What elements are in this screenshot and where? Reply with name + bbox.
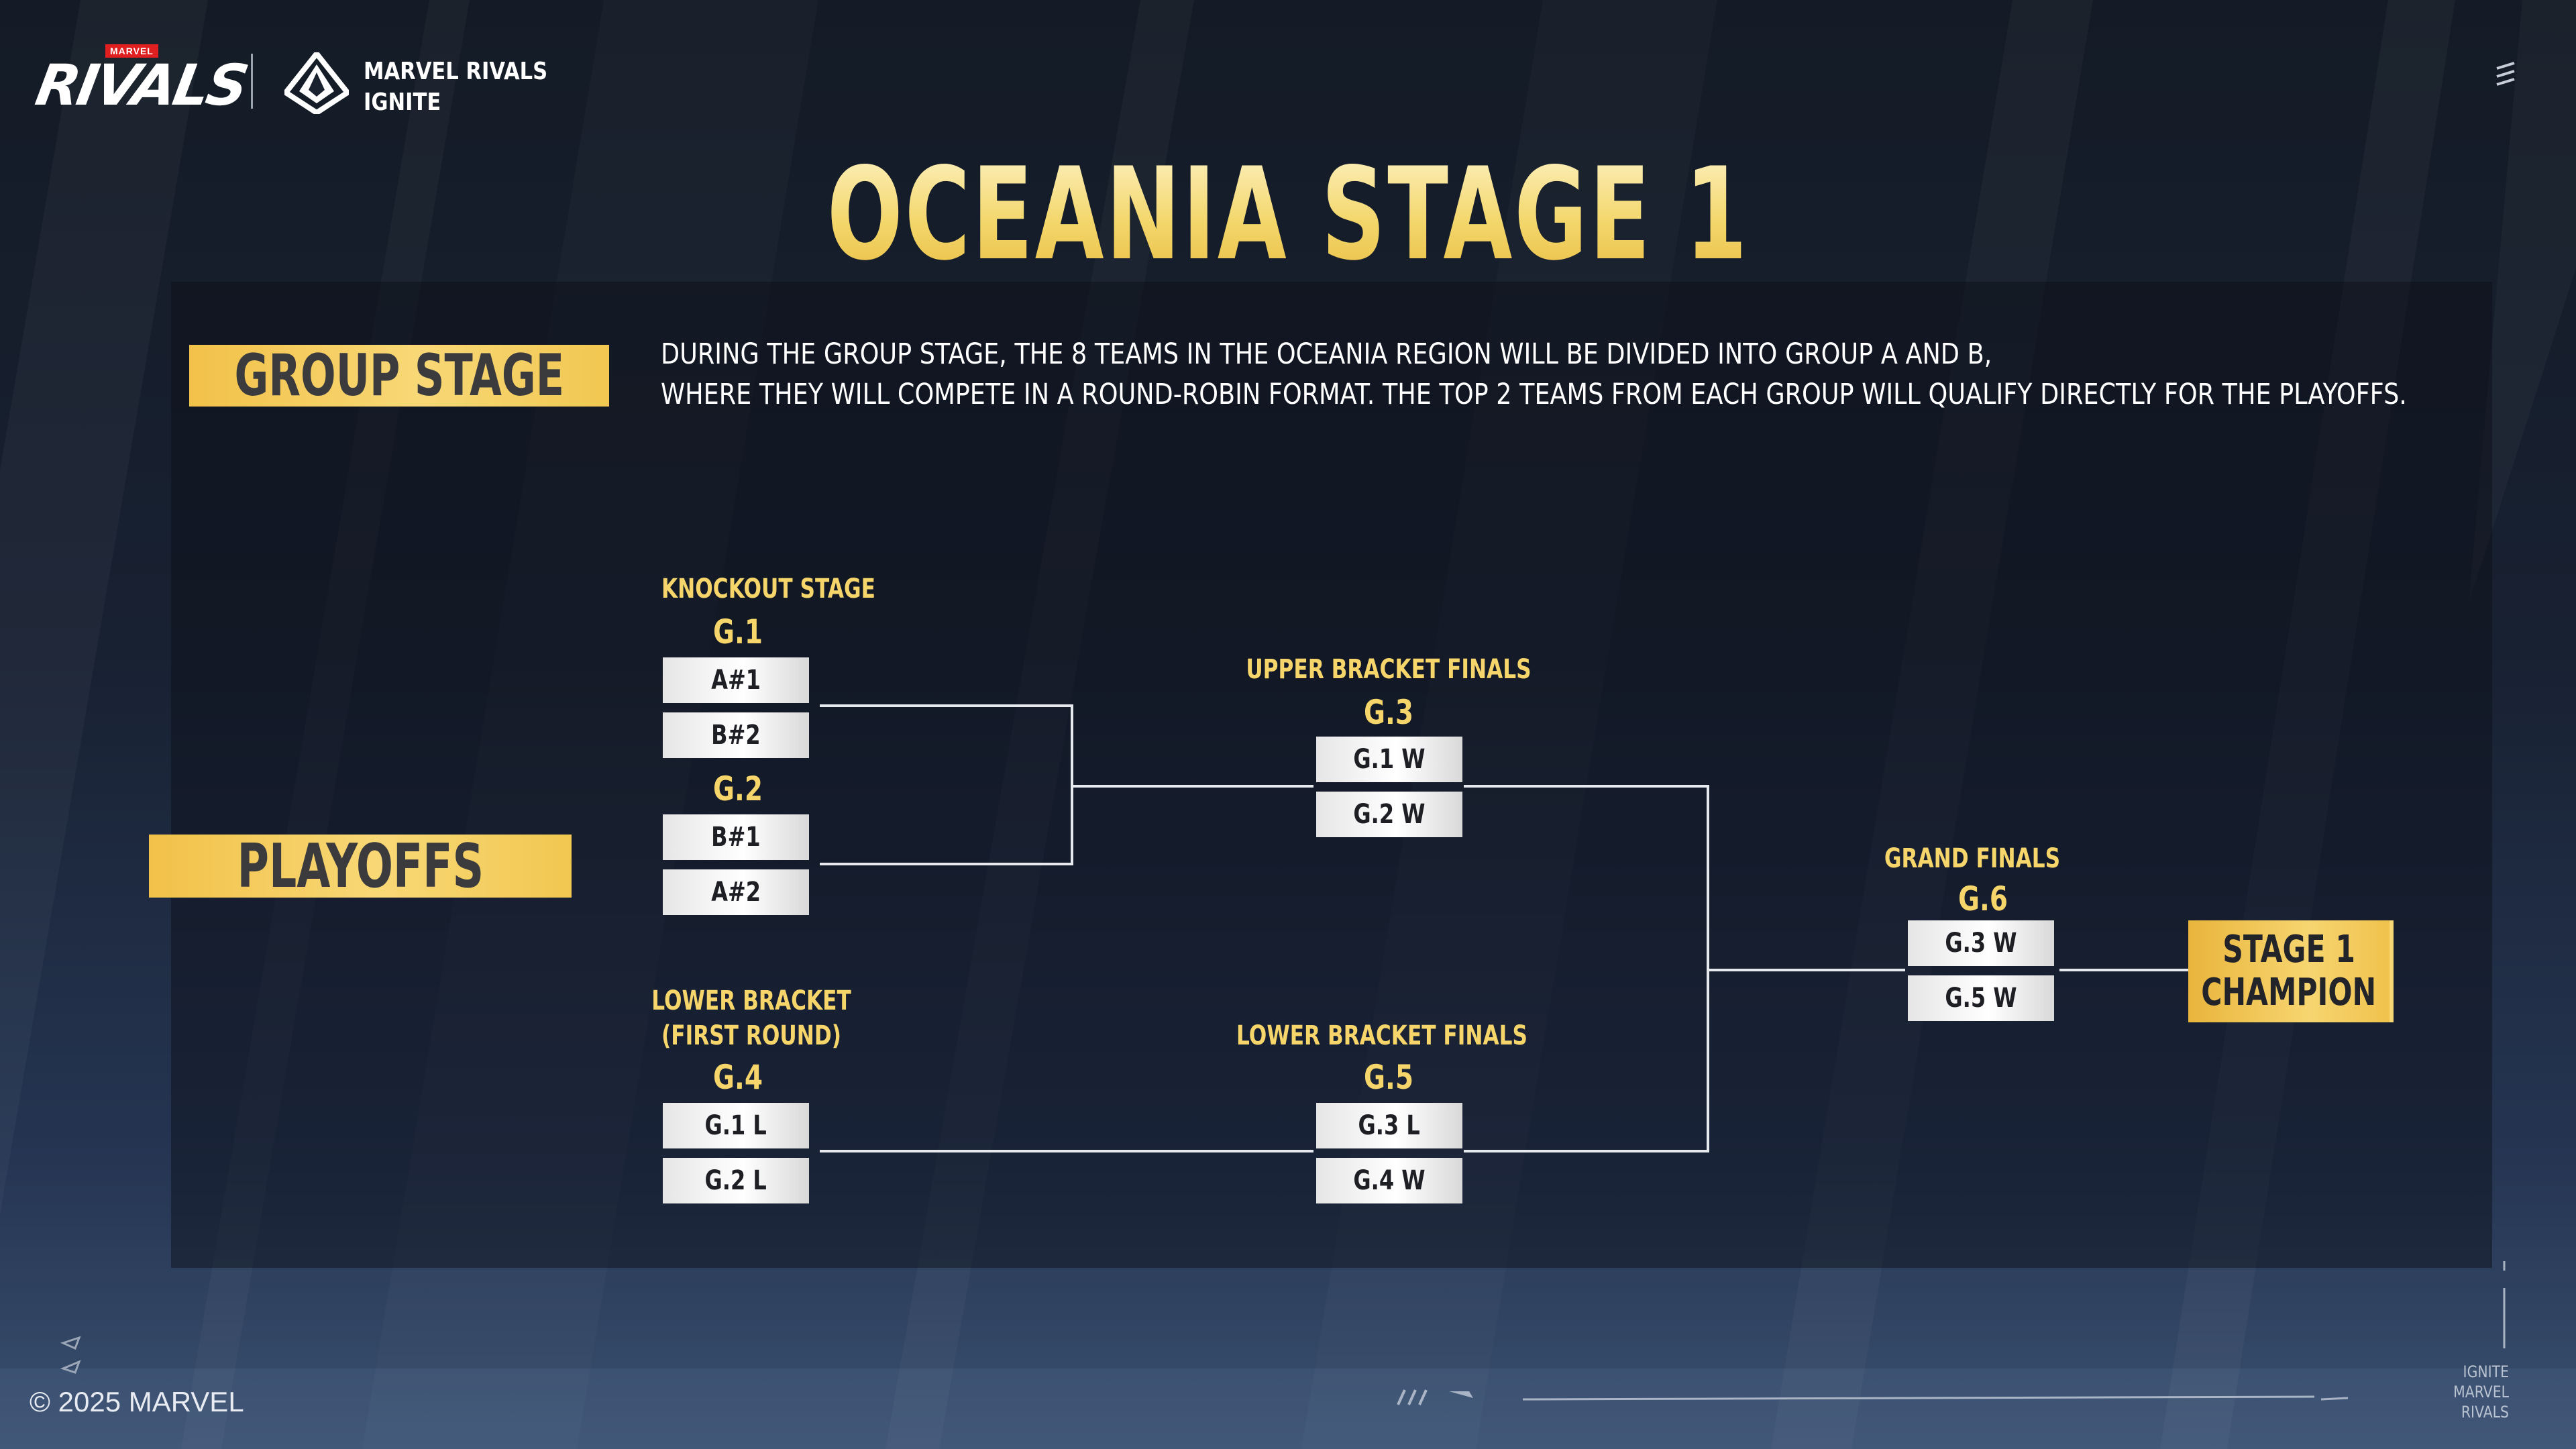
g2-slot-2-text: A#2	[711, 877, 761, 908]
footer-brand-line-1: IGNITE	[2463, 1362, 2509, 1381]
footer-decoration	[1397, 1389, 2349, 1405]
playoffs-banner-label: PLAYOFFS	[237, 830, 484, 902]
group-stage-banner-label: GROUP STAGE	[234, 342, 564, 409]
stage-1-champion-box: STAGE 1 CHAMPION	[2188, 920, 2390, 1022]
lower-bracket-finals-label: LOWER BRACKET FINALS	[1236, 1020, 1527, 1051]
group-stage-banner: GROUP STAGE	[189, 342, 609, 409]
logo-divider	[251, 54, 253, 109]
g6-slot-2: G.5 W	[1908, 975, 2054, 1021]
lower-first-line-2: (FIRST ROUND)	[661, 1020, 841, 1051]
rivals-wordmark: RIVALS	[31, 52, 251, 118]
ignite-wordmark: MARVEL RIVALS IGNITE	[364, 56, 547, 118]
playoffs-banner: PLAYOFFS	[149, 831, 572, 902]
grand-finals-label: GRAND FINALS	[1884, 843, 2061, 874]
right-edge-decoration	[2503, 1261, 2506, 1348]
g5-slot-2-text: G.4 W	[1353, 1165, 1426, 1196]
g3-slot-2-text: G.2 W	[1353, 799, 1426, 830]
upper-bracket-finals-label: UPPER BRACKET FINALS	[1246, 654, 1532, 685]
g4-slot-2: G.2 L	[663, 1158, 809, 1203]
g1-slot-1: A#1	[663, 657, 809, 703]
ignite-logo-icon	[284, 52, 349, 114]
footer-brand-line-2: MARVEL RIVALS	[2453, 1383, 2509, 1421]
description-line-1: DURING THE GROUP STAGE, THE 8 TEAMS IN T…	[661, 337, 1992, 371]
g4-slot-2-text: G.2 L	[704, 1165, 767, 1196]
ignite-line1: MARVEL RIVALS	[364, 58, 548, 85]
champion-line-1: STAGE 1	[2222, 928, 2355, 971]
marvel-tag: MARVEL	[105, 44, 158, 58]
knockout-stage-label: KNOCKOUT STAGE	[661, 574, 875, 604]
g1-label: G.1	[713, 612, 763, 651]
champion-line-2: CHAMPION	[2201, 971, 2377, 1014]
g5-slot-1-text: G.3 L	[1358, 1110, 1421, 1141]
g4-slot-1-text: G.1 L	[704, 1110, 767, 1141]
g4-slot-1: G.1 L	[663, 1103, 809, 1148]
g1-slot-2-text: B#2	[711, 720, 761, 751]
g2-label: G.2	[713, 769, 763, 808]
g3-slot-1: G.1 W	[1316, 737, 1462, 782]
g2-slot-1-text: B#1	[711, 822, 761, 853]
menu-icon[interactable]	[2494, 62, 2518, 90]
g5-slot-2: G.4 W	[1316, 1158, 1462, 1203]
corner-triangles-icon	[60, 1336, 81, 1374]
g4-label: G.4	[713, 1058, 763, 1097]
g6-label: G.6	[1958, 879, 2008, 918]
g3-label: G.3	[1364, 693, 1413, 732]
g6-slot-1: G.3 W	[1908, 920, 2054, 966]
g1-slot-1-text: A#1	[711, 665, 761, 696]
g2-slot-1: B#1	[663, 814, 809, 860]
lower-first-line-1: LOWER BRACKET	[651, 985, 851, 1016]
page-title: OCEANIA STAGE 1	[386, 134, 2190, 295]
description-line-2: WHERE THEY WILL COMPETE IN A ROUND-ROBIN…	[661, 378, 2407, 411]
marvel-rivals-logo: MARVEL RIVALS	[31, 40, 251, 118]
lower-bracket-first-round-label: LOWER BRACKET (FIRST ROUND)	[621, 983, 882, 1053]
g6-slot-2-text: G.5 W	[1945, 983, 2017, 1014]
g3-slot-1-text: G.1 W	[1353, 744, 1426, 775]
g3-slot-2: G.2 W	[1316, 792, 1462, 837]
g2-slot-2: A#2	[663, 869, 809, 915]
g6-slot-1-text: G.3 W	[1945, 928, 2017, 959]
group-stage-description: DURING THE GROUP STAGE, THE 8 TEAMS IN T…	[661, 334, 2407, 415]
footer-brand: IGNITE MARVEL RIVALS	[2406, 1362, 2509, 1422]
ignite-line2: IGNITE	[364, 89, 441, 116]
copyright-text: © 2025 MARVEL	[30, 1386, 244, 1417]
g1-slot-2: B#2	[663, 712, 809, 758]
g5-label: G.5	[1364, 1058, 1413, 1097]
g5-slot-1: G.3 L	[1316, 1103, 1462, 1148]
